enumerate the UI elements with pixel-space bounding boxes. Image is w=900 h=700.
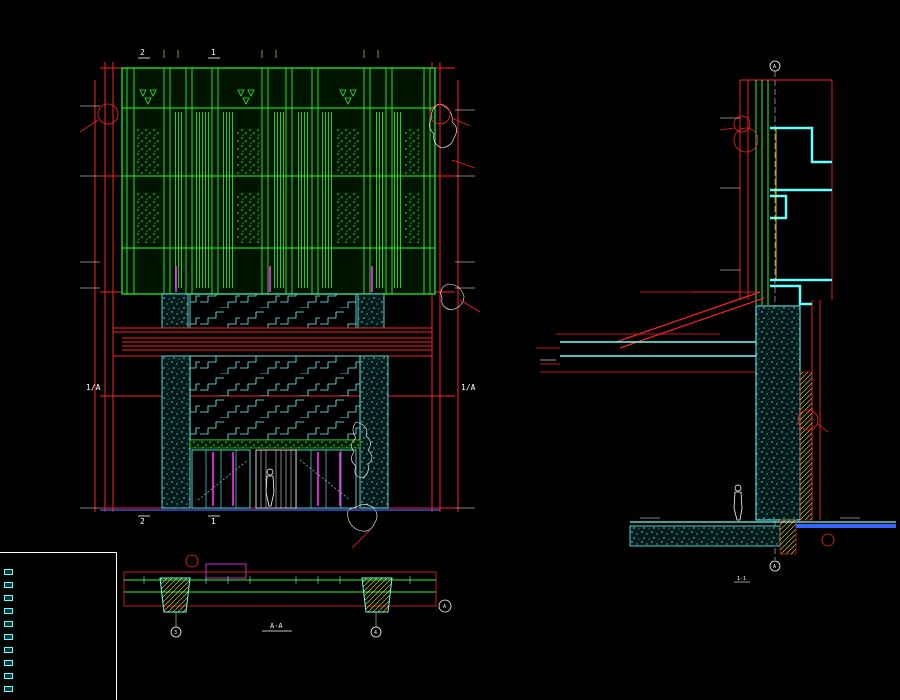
legend-row: [0, 643, 116, 656]
legend-swatch: [4, 672, 13, 679]
section-plan-axis-3: 3: [174, 630, 177, 636]
legend-swatch: [4, 646, 13, 653]
section-plan-title: A-A: [270, 622, 283, 630]
tree-left: [347, 421, 378, 532]
elevation-axis-side-right: 1/A: [461, 383, 476, 392]
legend-row: [0, 682, 116, 695]
elevation-axis-bottom-1: 1: [211, 517, 216, 526]
scale-figure-person: [265, 468, 275, 507]
tree-right: [429, 103, 465, 311]
scale-figure-person-section: [733, 484, 743, 521]
legend-swatch: [4, 659, 13, 666]
elevation-view: 2 1: [79, 48, 481, 549]
section-plan-axis-a: A: [443, 604, 446, 610]
legend-swatch: [4, 568, 13, 575]
elevation-axis-bottom-2: 2: [140, 517, 145, 526]
legend-swatch: [4, 633, 13, 640]
legend-row: [0, 630, 116, 643]
legend-row: [0, 591, 116, 604]
legend-swatch: [4, 594, 13, 601]
legend-swatch: [4, 685, 13, 692]
wall-section-axis-bottom: A: [773, 564, 776, 570]
wall-section-detail-label: 1-1: [737, 576, 746, 582]
legend-header: [0, 553, 116, 565]
elevation-axis-side-left: 1/A: [86, 383, 101, 392]
legend-row: [0, 604, 116, 617]
legend-swatch: [4, 581, 13, 588]
elevation-axis-top-1: 1: [211, 48, 216, 57]
legend-row: [0, 578, 116, 591]
wall-section-axis-top: A: [773, 64, 776, 70]
legend-row: [0, 656, 116, 669]
elevation-axis-top-2: 2: [140, 48, 145, 57]
legend-row: [0, 669, 116, 682]
wall-section: A A: [536, 60, 896, 583]
legend-row: [0, 617, 116, 630]
legend-swatch: [4, 607, 13, 614]
section-plan-axis-4: 4: [374, 630, 377, 636]
section-plan: 3 4 A A-A: [123, 554, 452, 638]
legend-row: [0, 565, 116, 578]
legend-panel: [0, 552, 117, 700]
legend-swatch: [4, 620, 13, 627]
